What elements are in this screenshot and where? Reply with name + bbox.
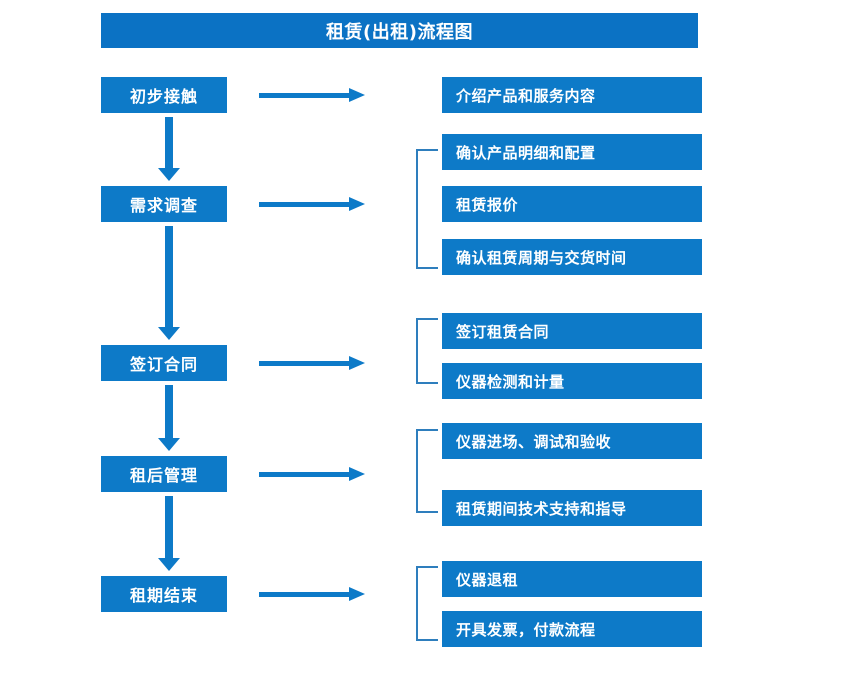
- horizontal-arrow-5: [259, 586, 367, 602]
- stage-box-5[interactable]: 租期结束: [101, 576, 227, 612]
- group-bracket-4: [416, 429, 438, 513]
- detail-box-1[interactable]: 介绍产品和服务内容: [442, 77, 702, 113]
- group-bracket-5: [416, 566, 438, 641]
- horizontal-arrow-3: [259, 355, 367, 371]
- chart-title: 租赁(出租)流程图: [101, 13, 698, 48]
- stage-box-2[interactable]: 需求调查: [101, 186, 227, 222]
- stage-box-4[interactable]: 租后管理: [101, 456, 227, 492]
- horizontal-arrow-2: [259, 196, 367, 212]
- stage-box-3[interactable]: 签订合同: [101, 345, 227, 381]
- horizontal-arrow-4: [259, 466, 367, 482]
- vertical-arrow-2: [158, 226, 180, 340]
- detail-box-4[interactable]: 确认租赁周期与交货时间: [442, 239, 702, 275]
- vertical-arrow-3: [158, 385, 180, 451]
- horizontal-arrow-1: [259, 87, 367, 103]
- detail-box-8[interactable]: 租赁期间技术支持和指导: [442, 490, 702, 526]
- detail-box-6[interactable]: 仪器检测和计量: [442, 363, 702, 399]
- group-bracket-3: [416, 318, 438, 384]
- detail-box-10[interactable]: 开具发票，付款流程: [442, 611, 702, 647]
- vertical-arrow-1: [158, 117, 180, 181]
- group-bracket-2: [416, 149, 438, 269]
- detail-box-7[interactable]: 仪器进场、调试和验收: [442, 423, 702, 459]
- detail-box-9[interactable]: 仪器退租: [442, 561, 702, 597]
- vertical-arrow-4: [158, 496, 180, 571]
- stage-box-1[interactable]: 初步接触: [101, 77, 227, 113]
- detail-box-3[interactable]: 租赁报价: [442, 186, 702, 222]
- detail-box-5[interactable]: 签订租赁合同: [442, 313, 702, 349]
- detail-box-2[interactable]: 确认产品明细和配置: [442, 134, 702, 170]
